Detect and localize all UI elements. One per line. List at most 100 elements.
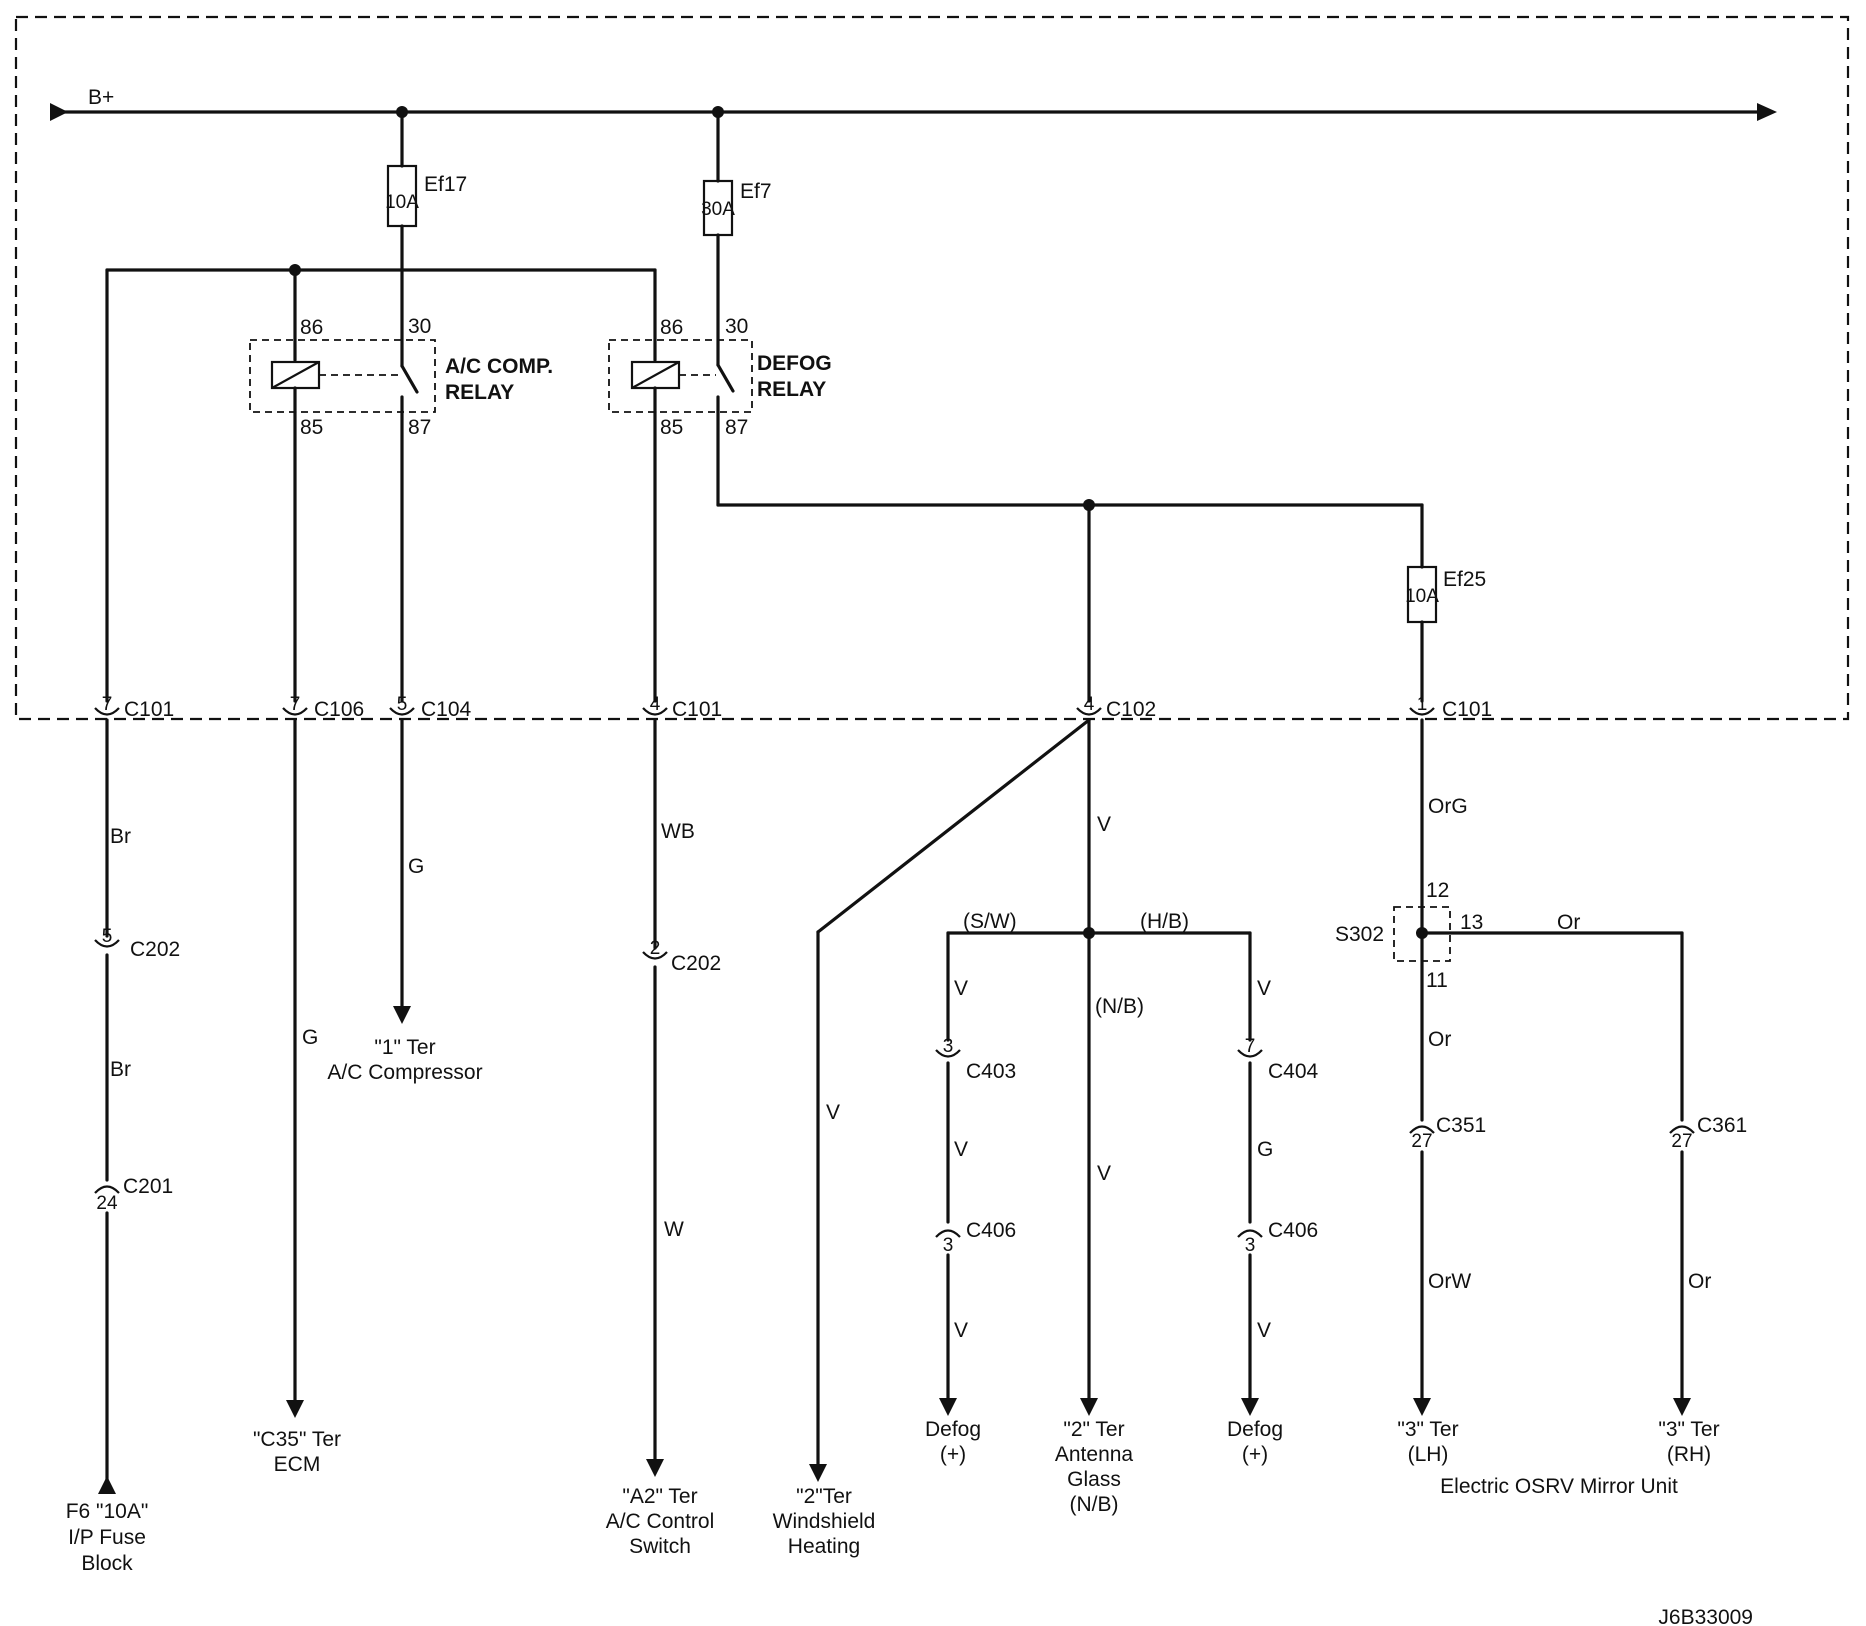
mirror-lh-arrow — [1413, 1398, 1431, 1416]
connector-c101-pin1: 1 C101 — [1409, 694, 1492, 721]
destination-ac-compressor: "1" Ter A/C Compressor — [327, 1036, 482, 1084]
connector-c104-pin5: 5 C104 — [389, 694, 472, 721]
connector-c101-pin7: 7 C101 — [94, 694, 174, 721]
wire-color-or-h: Or — [1557, 911, 1580, 934]
antenna-arrow — [1080, 1398, 1098, 1416]
svg-text:"2"Ter: "2"Ter — [796, 1485, 852, 1508]
ip-fuse-arrow — [98, 1476, 116, 1494]
connector-c403-pin3: 3 C403 — [935, 1036, 1016, 1083]
connector-name: C101 — [1442, 698, 1492, 721]
connector-pin: 3 — [943, 1235, 954, 1256]
svg-text:(RH): (RH) — [1667, 1443, 1711, 1466]
svg-text:"3" Ter: "3" Ter — [1658, 1418, 1719, 1441]
fuse-ef7-name: Ef7 — [740, 180, 772, 203]
wire-color-hb: (H/B) — [1140, 910, 1189, 933]
defog-right-arrow — [1241, 1398, 1259, 1416]
wire-color-w: W — [664, 1218, 684, 1241]
destination-ac-control-switch: "A2" Ter A/C Control Switch — [606, 1485, 715, 1558]
ac-relay-pin87: 87 — [408, 416, 431, 439]
fuse-ef17-name: Ef17 — [424, 173, 467, 196]
connector-name: C351 — [1436, 1114, 1486, 1137]
svg-text:(N/B): (N/B) — [1070, 1493, 1119, 1516]
connector-pin: 3 — [1245, 1235, 1256, 1256]
svg-text:Antenna: Antenna — [1055, 1443, 1134, 1466]
wire-color-v-left2: V — [954, 1138, 968, 1161]
connector-pin: 7 — [102, 694, 113, 715]
splice-pin11: 11 — [1426, 969, 1448, 992]
figure-id: J6B33009 — [1658, 1606, 1753, 1626]
fuse-ef25-name: Ef25 — [1443, 568, 1486, 591]
svg-text:"3" Ter: "3" Ter — [1397, 1418, 1458, 1441]
connector-pin: 4 — [650, 694, 661, 715]
connector-c101-pin4: 4 C101 — [642, 694, 722, 721]
wire-color-or-down: Or — [1428, 1028, 1451, 1051]
connector-pin: 5 — [397, 694, 408, 715]
wire-color-g-ecm: G — [302, 1026, 318, 1049]
ac-comp-relay-switch — [400, 364, 419, 394]
svg-text:Glass: Glass — [1067, 1468, 1121, 1491]
connector-c351-pin27: 27 C351 — [1409, 1114, 1486, 1152]
connector-name: C102 — [1106, 698, 1156, 721]
wire-color-v-mid: V — [1097, 1162, 1111, 1185]
svg-text:A/C Control: A/C Control — [606, 1510, 715, 1533]
defog-relay-switch — [716, 363, 735, 393]
defog-relay-pin87: 87 — [725, 416, 748, 439]
defog-relay-pin85: 85 — [660, 416, 683, 439]
connector-pin: 4 — [1084, 694, 1095, 715]
mirror-unit-label: Electric OSRV Mirror Unit — [1440, 1475, 1678, 1498]
wire-color-org: OrG — [1428, 795, 1468, 818]
connector-pin: 27 — [1411, 1131, 1432, 1152]
fuse-ef7-rating: 30A — [701, 199, 735, 220]
wire-color-v-main: V — [1097, 813, 1111, 836]
destination-defog-left: Defog (+) — [925, 1418, 981, 1466]
connector-name: C104 — [421, 698, 472, 721]
connector-pin: 7 — [1245, 1036, 1256, 1057]
connector-name: C201 — [123, 1175, 173, 1198]
connector-name: C101 — [124, 698, 174, 721]
wire-color-v-left1: V — [954, 977, 968, 1000]
wire-color-g-comp: G — [408, 855, 424, 878]
connector-pin: 24 — [96, 1193, 118, 1214]
wire-color-or-rh: Or — [1688, 1270, 1711, 1293]
wire-color-br1: Br — [110, 825, 131, 848]
connector-name: C106 — [314, 698, 364, 721]
fuse-ef17-rating: 10A — [385, 192, 419, 213]
mirror-rh-arrow — [1673, 1398, 1691, 1416]
connector-pin: 2 — [650, 938, 661, 959]
destination-antenna-glass: "2" Ter Antenna Glass (N/B) — [1055, 1418, 1134, 1516]
connector-c404-pin7: 7 C404 — [1237, 1036, 1319, 1083]
svg-text:(LH): (LH) — [1408, 1443, 1449, 1466]
destination-ip-fuse-block: F6 "10A" I/P Fuse Block — [66, 1500, 149, 1575]
defog-relay-label-1: DEFOG — [757, 352, 832, 375]
splice-pin13: 13 — [1460, 911, 1483, 934]
underhood-fuse-box-boundary — [14, 15, 1850, 721]
svg-text:ECM: ECM — [274, 1453, 321, 1476]
wire-windshield-diagonal — [816, 718, 1091, 934]
destination-ecm: "C35" Ter ECM — [253, 1428, 341, 1476]
bplus-output-arrow — [1757, 103, 1777, 121]
connector-name: C361 — [1697, 1114, 1747, 1137]
control-switch-arrow — [646, 1459, 664, 1477]
ac-relay-label-1: A/C COMP. — [445, 355, 553, 378]
svg-text:I/P Fuse: I/P Fuse — [68, 1526, 146, 1549]
wire-color-wb: WB — [661, 820, 695, 843]
wire-color-v-wind: V — [826, 1101, 840, 1124]
connector-pin: 27 — [1671, 1131, 1692, 1152]
ac-comp-relay-coil-diag — [271, 361, 320, 389]
connector-pin: 7 — [290, 694, 301, 715]
ac-relay-pin30: 30 — [408, 315, 431, 338]
defog-relay-box — [608, 339, 753, 413]
svg-text:(+): (+) — [1242, 1443, 1268, 1466]
ac-relay-pin85: 85 — [300, 416, 323, 439]
destination-mirror-rh: "3" Ter (RH) — [1658, 1418, 1719, 1466]
connector-c106-pin7: 7 C106 — [282, 694, 364, 721]
destination-mirror-lh: "3" Ter (LH) — [1397, 1418, 1458, 1466]
svg-text:Heating: Heating — [788, 1535, 860, 1558]
wire-color-g-right: G — [1257, 1138, 1273, 1161]
wire-color-sw: (S/W) — [963, 910, 1017, 933]
wire-color-orw: OrW — [1428, 1270, 1471, 1293]
connector-name: C202 — [671, 952, 721, 975]
connector-name: C202 — [130, 938, 180, 961]
connector-c406-pin3-right: 3 C406 — [1237, 1219, 1318, 1256]
connector-c202-pin5: 5 C202 — [94, 926, 180, 961]
